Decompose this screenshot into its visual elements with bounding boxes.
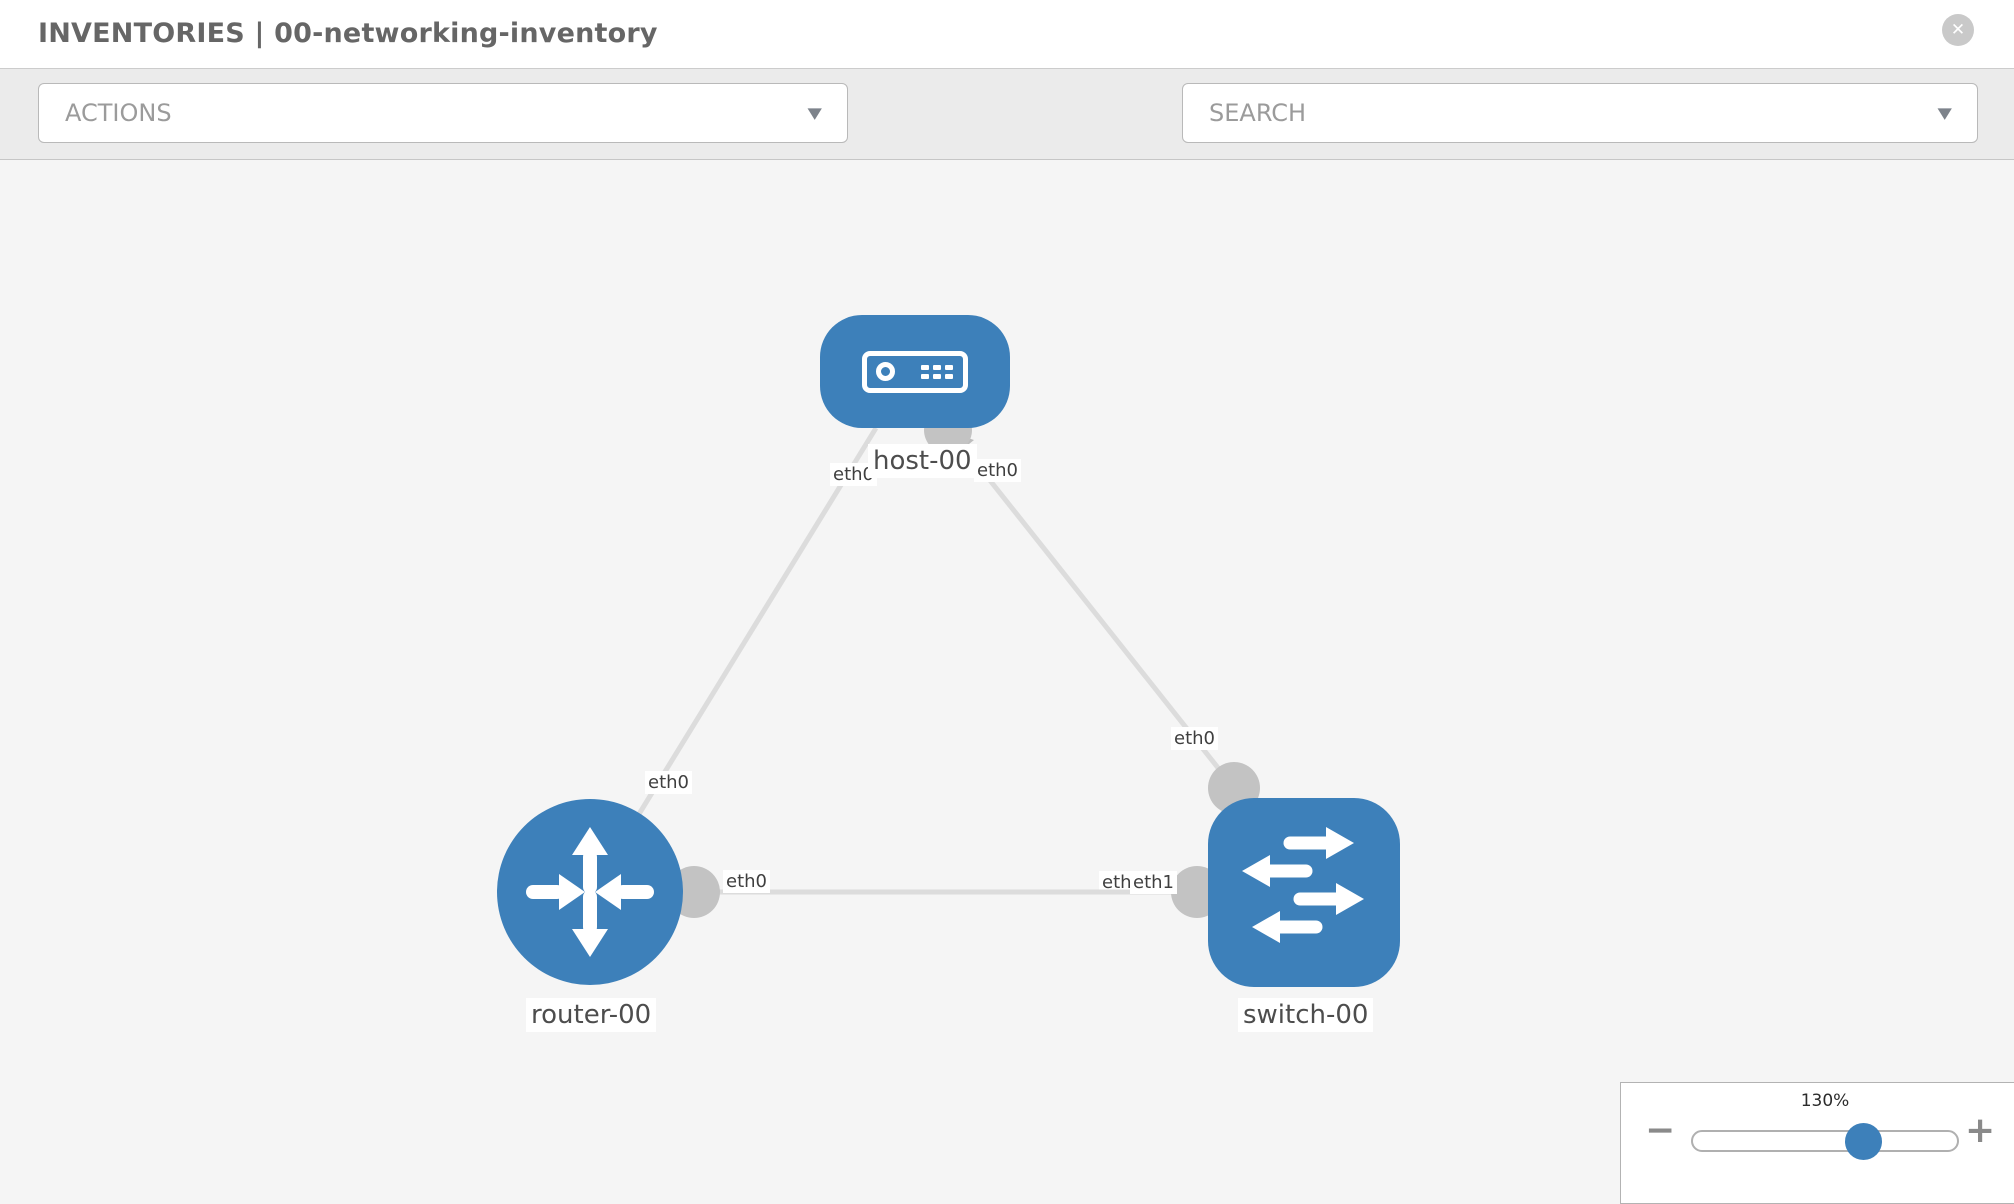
node-label: switch-00 (1238, 998, 1374, 1032)
interface-label: eth0 (974, 459, 1021, 482)
interface-label: eth1 (1130, 871, 1177, 894)
search-dropdown-value: SEARCH (1209, 99, 1307, 127)
actions-dropdown[interactable]: ACTIONS ▼ (38, 83, 848, 143)
zoom-slider-track[interactable] (1691, 1130, 1959, 1152)
node-host-00[interactable] (820, 315, 1010, 428)
zoom-in-button[interactable]: + (1965, 1110, 1996, 1151)
router-icon (526, 827, 654, 957)
actions-dropdown-value: ACTIONS (65, 99, 172, 127)
topology-canvas[interactable]: eth0 eth0 eth0 eth0 eth0 eth1 eth1 (0, 160, 2014, 1204)
search-dropdown[interactable]: SEARCH ▼ (1182, 83, 1978, 143)
host-icon (862, 350, 968, 393)
node-router-00[interactable] (497, 799, 683, 985)
chevron-down-icon: ▼ (1938, 104, 1953, 122)
node-label: router-00 (526, 998, 657, 1032)
zoom-panel: 130% − + (1620, 1082, 2014, 1204)
zoom-slider-thumb[interactable] (1845, 1123, 1882, 1160)
switch-icon (1242, 827, 1364, 943)
interface-label: eth0 (723, 870, 770, 893)
header: INVENTORIES | 00-networking-inventory ✕ (0, 0, 2014, 69)
node-switch-00[interactable] (1208, 798, 1400, 987)
toolbar: ACTIONS ▼ SEARCH ▼ (0, 69, 2014, 202)
interface-label: eth0 (1171, 727, 1218, 750)
interface-label: eth0 (830, 463, 877, 486)
close-button[interactable]: ✕ (1942, 14, 1974, 46)
interface-label: eth0 (645, 771, 692, 794)
page-title: INVENTORIES | 00-networking-inventory (38, 18, 658, 49)
chevron-down-icon: ▼ (808, 104, 823, 122)
zoom-out-button[interactable]: − (1645, 1110, 1676, 1151)
topology-links-layer (609, 406, 1260, 918)
node-label: host-00 (868, 444, 977, 478)
zoom-level: 130% (1800, 1091, 1850, 1111)
close-icon: ✕ (1950, 20, 1966, 40)
